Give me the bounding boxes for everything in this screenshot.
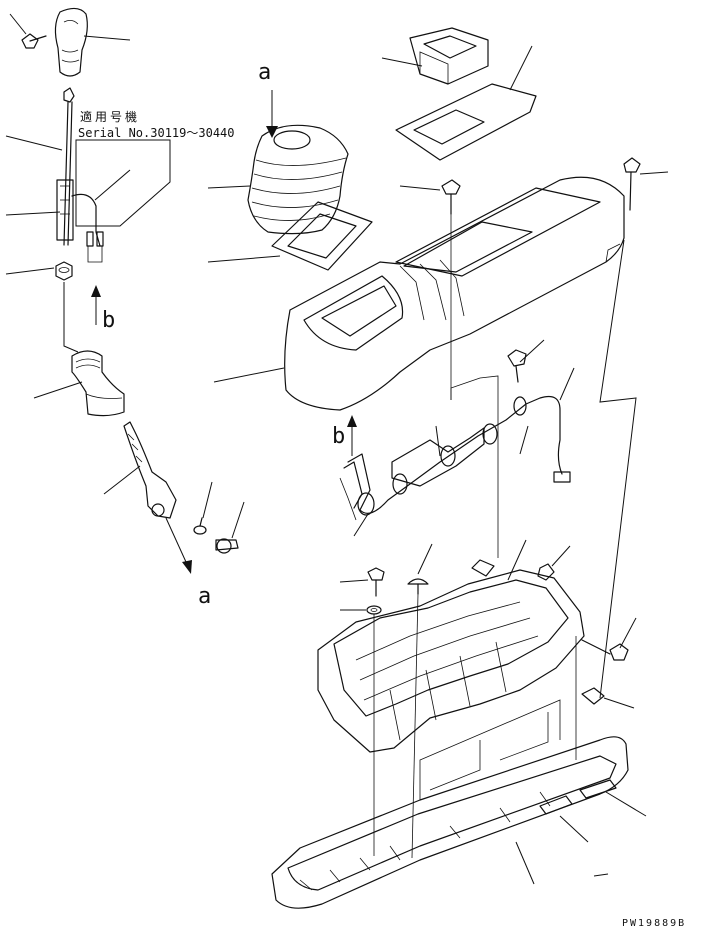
switch-b — [579, 779, 617, 799]
knob-screw — [21, 33, 47, 49]
top-switch — [409, 27, 489, 85]
boot-plate — [271, 201, 373, 271]
callout-b-left: b — [102, 308, 116, 333]
shift-lever — [123, 421, 177, 519]
arrow-b-center — [347, 415, 357, 427]
arrow-a-left — [182, 560, 192, 574]
callout-a-bottom: a — [198, 584, 212, 609]
console-frame — [317, 569, 585, 753]
bottom-tray — [271, 699, 629, 909]
bracket-bolt — [367, 567, 385, 597]
side-bolt — [581, 639, 629, 661]
bracket-small — [581, 687, 605, 705]
drawing-code: PW19889B — [622, 918, 687, 929]
lever-knob — [54, 7, 88, 77]
washer — [366, 605, 382, 615]
callout-b-center: b — [332, 424, 346, 449]
harness-clip — [357, 396, 527, 516]
console-cover — [284, 176, 625, 411]
boot-upper — [247, 124, 349, 235]
switch-a — [539, 795, 573, 815]
arrow-b-left — [91, 285, 101, 297]
applicability-serial: Serial No.30119～30440 — [78, 126, 235, 140]
top-panel — [395, 83, 537, 161]
cotter-pin — [193, 517, 207, 535]
wire-harness-left — [71, 193, 104, 263]
harness-bolt — [507, 349, 527, 383]
boot-lower — [71, 350, 125, 417]
lever-rod — [56, 87, 75, 246]
applicability-title: 適用号機 — [80, 110, 141, 124]
wire-harness-center — [339, 395, 571, 521]
nut — [55, 261, 73, 281]
pin-bolt — [215, 538, 239, 554]
screw-center — [441, 179, 461, 215]
screw-right — [623, 157, 641, 211]
harness-clamp — [471, 559, 495, 577]
callout-a-top: a — [258, 60, 272, 85]
grommet — [407, 578, 429, 595]
